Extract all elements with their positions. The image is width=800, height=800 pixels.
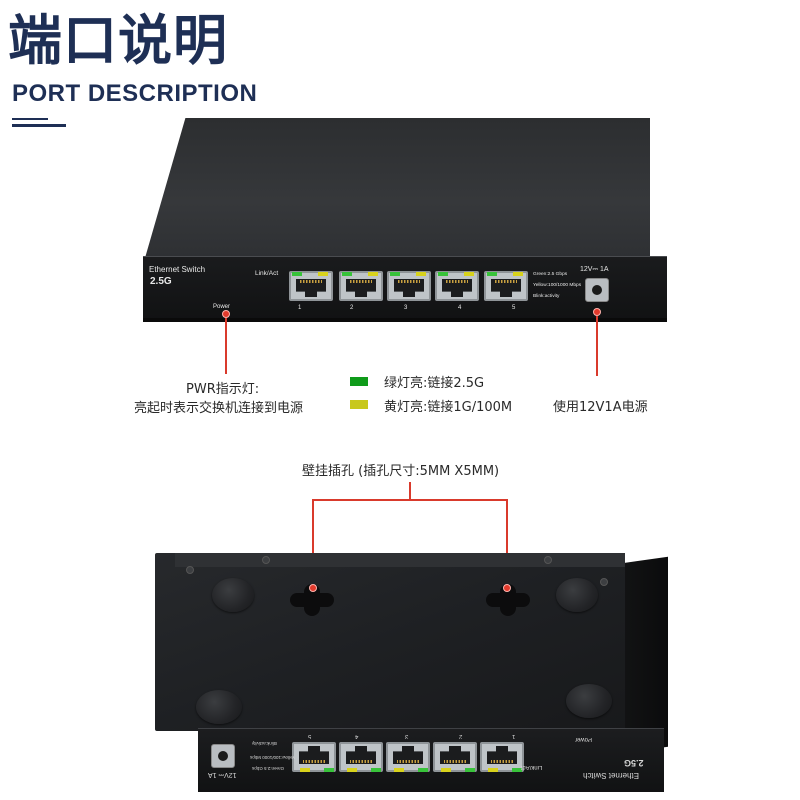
rj45-port-3 xyxy=(387,271,431,301)
bottom-legend-green: Green:2.5 Gbps xyxy=(252,766,285,771)
rubber-foot xyxy=(566,684,612,718)
led-green-5 xyxy=(487,272,497,276)
screw xyxy=(600,578,608,586)
front-power-label: Power xyxy=(213,304,231,310)
title-underline-short xyxy=(12,118,48,120)
led-yellow-4 xyxy=(464,272,474,276)
dc-power-jack xyxy=(585,278,609,302)
rj45-port-4 xyxy=(435,271,479,301)
power-supply-desc: 使用12V1A电源 xyxy=(553,400,648,415)
screw xyxy=(186,566,194,574)
bottom-flange xyxy=(175,553,625,567)
bottom-port-number-5: 5 xyxy=(308,733,312,739)
led-yellow-2 xyxy=(368,272,378,276)
pwr-indicator-title: PWR指示灯: xyxy=(186,382,260,397)
led-green-4-bottom xyxy=(371,768,381,772)
bottom-port-number-1: 1 xyxy=(512,733,516,739)
pwr-indicator-desc: 亮起时表示交换机连接到电源 xyxy=(134,401,304,416)
bottom-port-number-4: 4 xyxy=(355,733,359,739)
legend-yellow-text: Yellow:100/1000 Mbps xyxy=(533,283,582,288)
led-green-3-bottom xyxy=(418,768,428,772)
legend-green-text: Green:2.5 Gbps xyxy=(533,272,568,277)
port-number-3: 3 xyxy=(404,305,408,311)
title-underline xyxy=(12,124,66,127)
dc-jack-marker xyxy=(593,308,601,316)
port-number-2: 2 xyxy=(350,305,354,311)
switch-top-cover xyxy=(145,118,650,258)
dc-jack-pointer xyxy=(596,316,598,376)
bottom-brand-label: Ethernet Switch xyxy=(583,771,640,780)
green-led-swatch xyxy=(350,377,368,386)
led-yellow-1 xyxy=(318,272,328,276)
led-yellow-3-bottom xyxy=(394,768,404,772)
port-number-4: 4 xyxy=(458,305,462,311)
yellow-led-swatch xyxy=(350,400,368,409)
screw xyxy=(262,556,270,564)
led-yellow-5 xyxy=(513,272,523,276)
rj45-port-1 xyxy=(289,271,333,301)
green-led-desc: 绿灯亮:链接2.5G xyxy=(384,376,485,391)
wall-mount-label: 壁挂插孔 (插孔尺寸:5MM X5MM) xyxy=(302,464,500,479)
rj45-port-2 xyxy=(339,271,383,301)
power-led-marker xyxy=(222,310,230,318)
wall-hole-marker-right xyxy=(503,584,511,592)
rubber-foot xyxy=(212,578,254,612)
led-yellow-2-bottom xyxy=(441,768,451,772)
legend-blink-text: Blink:activity xyxy=(533,294,560,299)
bottom-speed-label: 2.5G xyxy=(624,758,644,768)
rubber-foot xyxy=(556,578,598,612)
bottom-link-act-label: Link/Act xyxy=(521,764,543,770)
led-green-1 xyxy=(292,272,302,276)
bottom-legend-blink: Blink:activity xyxy=(252,741,277,746)
bottom-dc-rating-label: 12V⎓ 1A xyxy=(208,771,237,778)
bottom-view-front-panel xyxy=(198,728,664,792)
led-green-1-bottom xyxy=(512,768,522,772)
front-brand-label: Ethernet Switch xyxy=(149,265,206,274)
bottom-view-side xyxy=(622,556,668,754)
wall-mount-bracket-stem xyxy=(409,482,411,500)
led-yellow-5-bottom xyxy=(300,768,310,772)
rj45-port-5 xyxy=(484,271,528,301)
wall-mount-bracket-bar xyxy=(312,499,508,501)
wall-mount-hole-left xyxy=(290,584,334,616)
yellow-led-desc: 黄灯亮:链接1G/100M xyxy=(384,400,513,415)
bottom-port-number-3: 3 xyxy=(405,733,409,739)
front-link-act-label: Link/Act xyxy=(255,270,279,277)
wall-hole-marker-left xyxy=(309,584,317,592)
led-green-5-bottom xyxy=(324,768,334,772)
wall-mount-bracket-right xyxy=(506,499,508,585)
rubber-foot xyxy=(196,690,242,724)
bottom-dc-power-jack xyxy=(211,744,235,768)
led-yellow-4-bottom xyxy=(347,768,357,772)
power-led-pointer xyxy=(225,318,227,374)
page-title: 端口说明 xyxy=(8,9,228,72)
dc-rating-label: 12V⎓ 1A xyxy=(580,266,609,273)
port-number-5: 5 xyxy=(512,305,516,311)
bottom-legend-yellow: Yellow:100/1000 Mbps xyxy=(250,755,296,760)
led-yellow-3 xyxy=(416,272,426,276)
led-green-4 xyxy=(438,272,448,276)
bottom-power-label: Power xyxy=(575,736,593,742)
led-green-3 xyxy=(390,272,400,276)
bottom-port-number-2: 2 xyxy=(459,733,463,739)
page-subtitle: PORT DESCRIPTION xyxy=(12,80,258,107)
port-number-1: 1 xyxy=(298,305,302,311)
switch-bottom-edge xyxy=(143,318,667,322)
led-yellow-1-bottom xyxy=(488,768,498,772)
front-speed-label: 2.5G xyxy=(150,276,172,287)
led-green-2-bottom xyxy=(465,768,475,772)
led-green-2 xyxy=(342,272,352,276)
wall-mount-bracket-left xyxy=(312,499,314,585)
wall-mount-hole-right xyxy=(486,584,530,616)
screw xyxy=(544,556,552,564)
